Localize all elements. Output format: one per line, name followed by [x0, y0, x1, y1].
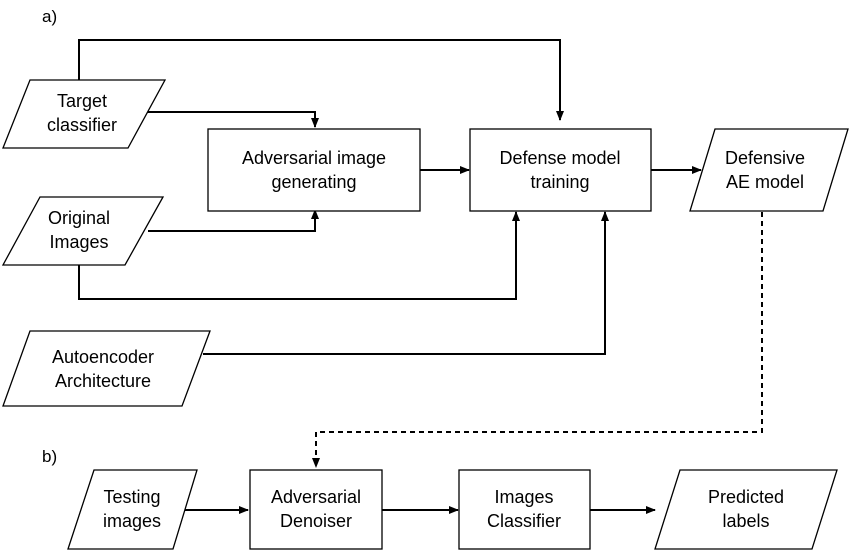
node-original-images-line2: Images	[49, 232, 108, 252]
node-target-classifier-line1: Target	[57, 91, 107, 111]
panel-b-label: b)	[42, 447, 57, 466]
node-defense-model-training: Defense model training	[469, 128, 652, 212]
node-adversarial-image-generating-line2: generating	[271, 172, 356, 192]
connector-original-to-training	[78, 211, 520, 300]
node-adversarial-denoiser: Adversarial Denoiser	[249, 469, 383, 550]
connector-autoencoder-to-training	[203, 211, 609, 355]
node-defensive-ae-model-line2: AE model	[726, 172, 804, 192]
node-defensive-ae-model-line1: Defensive	[725, 148, 805, 168]
connector-defensive-to-denoiser	[312, 212, 763, 468]
node-predicted-labels-line2: labels	[722, 511, 769, 531]
node-defense-model-training-line2: training	[530, 172, 589, 192]
node-autoencoder-architecture: Autoencoder Architecture	[2, 330, 211, 407]
connector-target-to-generating	[140, 111, 319, 128]
node-testing-images-line2: images	[103, 511, 161, 531]
node-target-classifier: Target classifier	[2, 79, 167, 149]
node-defensive-ae-model: Defensive AE model	[689, 128, 849, 212]
node-adversarial-denoiser-line2: Denoiser	[280, 511, 352, 531]
node-target-classifier-line2: classifier	[47, 115, 117, 135]
node-adversarial-image-generating-line1: Adversarial image	[242, 148, 386, 168]
node-defense-model-training-line1: Defense model	[499, 148, 620, 168]
node-images-classifier: Images Classifier	[458, 469, 591, 550]
connector-original-to-generating	[148, 209, 319, 232]
node-images-classifier-line1: Images	[494, 487, 553, 507]
node-adversarial-image-generating: Adversarial image generating	[207, 128, 421, 212]
node-autoencoder-architecture-line2: Architecture	[55, 371, 151, 391]
node-testing-images-line1: Testing	[103, 487, 160, 507]
panel-a-label: a)	[42, 7, 57, 26]
node-testing-images: Testing images	[67, 469, 198, 550]
node-original-images: Original Images	[1, 196, 165, 266]
node-predicted-labels: Predicted labels	[654, 469, 838, 550]
node-autoencoder-architecture-line1: Autoencoder	[52, 347, 154, 367]
connector-target-to-training	[78, 39, 564, 121]
node-adversarial-denoiser-line1: Adversarial	[271, 487, 361, 507]
node-images-classifier-line2: Classifier	[487, 511, 561, 531]
node-predicted-labels-line1: Predicted	[708, 487, 784, 507]
node-original-images-line1: Original	[48, 208, 110, 228]
